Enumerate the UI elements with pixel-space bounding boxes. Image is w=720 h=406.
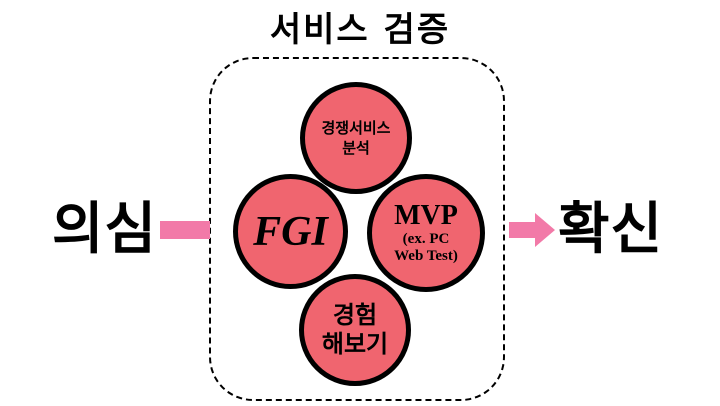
mvp-circle: MVP (ex. PC Web Test): [367, 174, 485, 292]
experience-circle: 경험 해보기: [299, 274, 411, 386]
fgi-circle: FGI: [233, 174, 348, 289]
right-arrow-icon: [509, 213, 555, 247]
left-connector-bar: [160, 221, 210, 239]
fgi-label: FGI: [253, 208, 328, 255]
service-validation-group: [209, 57, 505, 401]
competitor-analysis-line1: 경쟁서비스: [321, 119, 391, 137]
experience-line2: 해보기: [321, 330, 389, 358]
competitor-analysis-line2: 분석: [342, 139, 370, 157]
experience-line1: 경험: [332, 301, 378, 329]
mvp-example-line2: Web Test): [394, 248, 458, 264]
mvp-label: MVP: [394, 200, 458, 231]
mvp-example-line1: (ex. PC: [402, 231, 450, 247]
confidence-label: 확신: [558, 197, 664, 262]
competitor-analysis-circle: 경쟁서비스 분석: [300, 82, 412, 194]
doubt-label: 의심: [52, 197, 158, 262]
diagram-title: 서비스 검증: [269, 10, 451, 50]
